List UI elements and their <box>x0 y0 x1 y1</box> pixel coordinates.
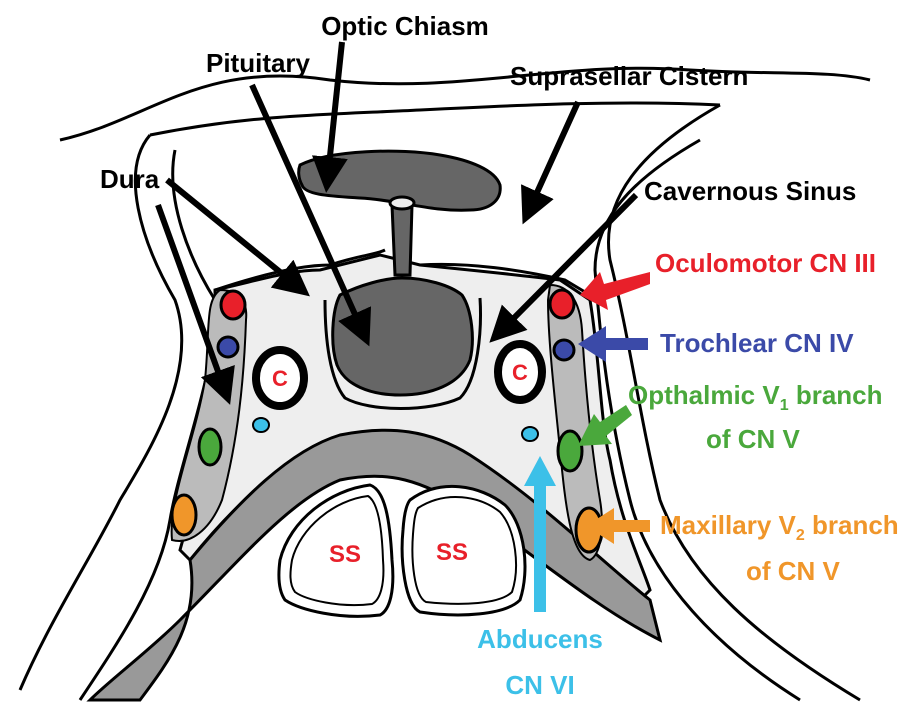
ophthalmic-subscript: 1 <box>780 397 789 414</box>
label-trochlear: Trochlear CN IV <box>660 328 854 358</box>
label-pituitary: Pituitary <box>206 48 311 78</box>
label-cavernous-sinus: Cavernous Sinus <box>644 176 856 206</box>
label-sphenoid-right: SS <box>436 539 468 566</box>
ophthalmic-prefix: Opthalmic V <box>628 380 780 410</box>
left-ophthalmic-nerve <box>199 429 221 465</box>
label-oculomotor: Oculomotor CN III <box>655 248 876 278</box>
maxillary-suffix: branch <box>805 510 899 540</box>
maxillary-subscript: 2 <box>796 527 805 544</box>
label-suprasellar-cistern: Suprasellar Cistern <box>510 61 748 91</box>
left-trochlear-nerve <box>218 337 238 357</box>
label-maxillary-line1: Maxillary V2 branch <box>660 510 899 544</box>
label-ophthalmic-line2: of CN V <box>706 424 801 454</box>
ophthalmic-suffix: branch <box>789 380 883 410</box>
dura-arrow-upper <box>167 180 296 285</box>
label-abducens-line1: Abducens <box>477 624 603 654</box>
pituitary-gland <box>333 278 473 395</box>
right-abducens-nerve <box>522 427 538 441</box>
pituitary-stalk <box>392 205 412 275</box>
left-outer-contour <box>20 135 182 690</box>
label-maxillary-line2: of CN V <box>746 556 841 586</box>
left-oculomotor-nerve <box>221 291 245 319</box>
label-abducens-line2: CN VI <box>505 670 574 700</box>
carotid-left-letter: C <box>272 366 288 391</box>
suprasellar-arrow <box>530 102 578 208</box>
right-ophthalmic-nerve <box>558 431 582 471</box>
label-optic-chiasm: Optic Chiasm <box>321 11 489 41</box>
maxillary-prefix: Maxillary V <box>660 510 797 540</box>
left-abducens-nerve <box>253 418 269 432</box>
right-trochlear-nerve <box>554 340 574 360</box>
right-oculomotor-nerve <box>550 290 574 318</box>
label-dura: Dura <box>100 164 160 194</box>
carotid-right-letter: C <box>512 360 528 385</box>
inner-membrane-top <box>150 103 720 135</box>
stalk-top <box>390 197 414 209</box>
left-maxillary-nerve <box>172 495 196 535</box>
label-ophthalmic-line1: Opthalmic V1 branch <box>628 380 883 414</box>
label-sphenoid-left: SS <box>329 541 361 568</box>
